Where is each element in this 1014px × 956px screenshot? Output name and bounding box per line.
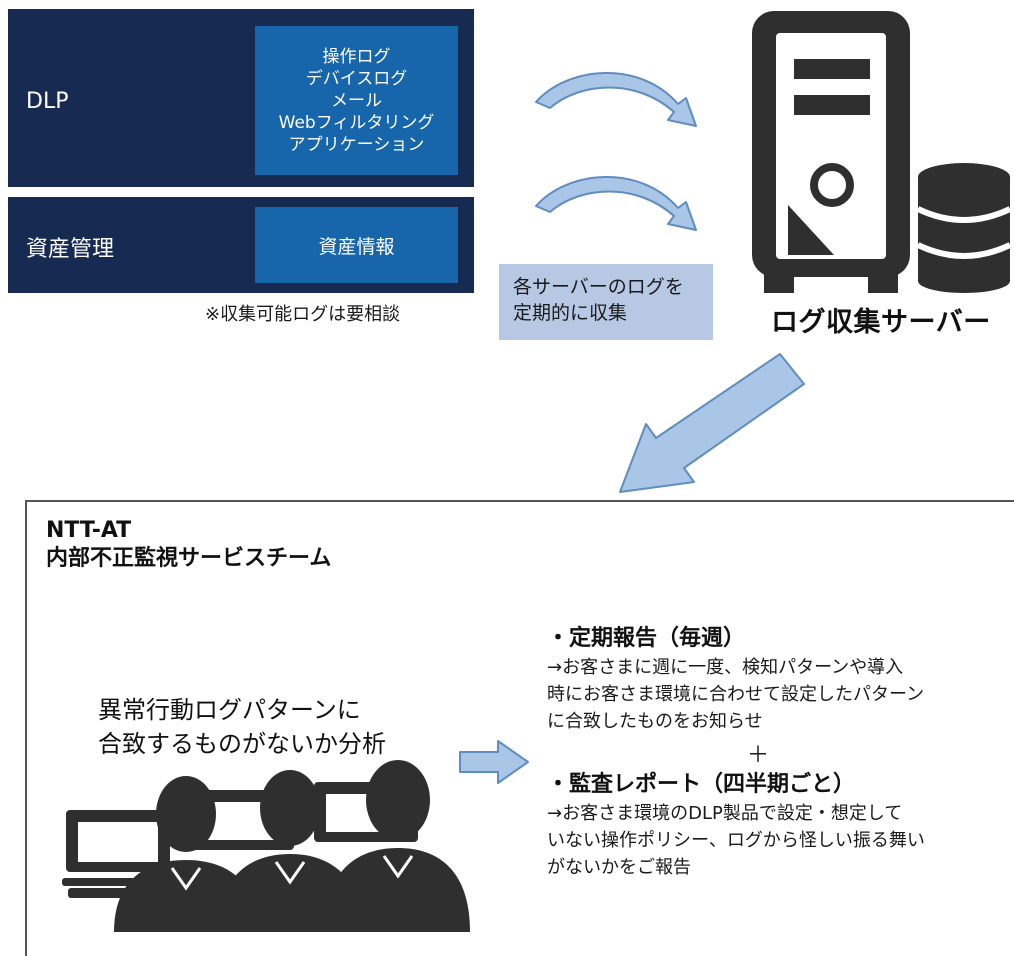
team-name: 内部不正監視サービスチーム [46, 546, 332, 571]
asset-info-label: 資産情報 [318, 235, 395, 258]
arrow-down-left-icon [619, 353, 805, 493]
analysis-text: 異常行動ログパターンに 合致するものがないか分析 [98, 693, 386, 761]
monitoring-team-box [25, 500, 1014, 956]
quarterly-report: ・監査レポート（四半期ごと） →お客さま環境のDLP製品で設定・想定して いない… [547, 766, 925, 881]
collectable-log-note: ※収集可能ログは要相談 [205, 304, 401, 325]
server-icon [752, 11, 1012, 293]
plus-sign: ＋ [747, 743, 770, 768]
dlp-log-item: 操作ログ [322, 46, 391, 67]
quarterly-report-line: いない操作ポリシー、ログから怪しい振る舞い [547, 830, 925, 851]
dlp-log-item: アプリケーション [288, 134, 425, 155]
arrow-right-icon [459, 740, 529, 784]
weekly-report-heading: ・定期報告（毎週） [547, 626, 746, 651]
asset-label: 資産管理 [26, 237, 115, 262]
curved-arrow-icon [535, 72, 697, 127]
dlp-log-item: デバイスログ [305, 68, 408, 89]
quarterly-report-heading: ・監査レポート（四半期ごと） [547, 772, 856, 797]
weekly-report-line: →お客さまに週に一度、検知パターンや導入 [547, 657, 904, 678]
collect-note-line: 定期的に収集 [513, 302, 628, 324]
analysis-line: 異常行動ログパターンに [98, 696, 361, 724]
collect-note: 各サーバーのログを 定期的に収集 [499, 264, 713, 340]
asset-panel: 資産管理 資産情報 [8, 197, 474, 293]
weekly-report: ・定期報告（毎週） →お客さまに週に一度、検知パターンや導入 時にお客さま環境に… [547, 620, 924, 735]
team-org: NTT-AT [46, 518, 132, 543]
dlp-log-types: 操作ログ デバイスログ メール Webフィルタリング アプリケーション [255, 26, 458, 175]
people-at-computers-icon [62, 760, 470, 932]
weekly-report-line: に合致したものをお知らせ [547, 711, 763, 732]
dlp-log-item: メール [330, 90, 382, 111]
quarterly-report-line: →お客さま環境のDLP製品で設定・想定して [547, 803, 903, 824]
collect-note-line: 各サーバーのログを [513, 276, 684, 298]
server-label: ログ収集サーバー [771, 307, 991, 338]
dlp-label: DLP [26, 89, 69, 114]
analysis-line: 合致するものがないか分析 [98, 730, 386, 758]
asset-info-box: 資産情報 [255, 207, 458, 283]
weekly-report-line: 時にお客さま環境に合わせて設定したパターン [547, 684, 925, 705]
dlp-log-item: Webフィルタリング [278, 112, 435, 133]
team-title: NTT-AT 内部不正監視サービスチーム [46, 517, 331, 573]
curved-arrow-icon [535, 176, 697, 231]
quarterly-report-line: がないかをご報告 [547, 857, 691, 878]
dlp-panel: DLP 操作ログ デバイスログ メール Webフィルタリング アプリケーション [8, 9, 474, 187]
